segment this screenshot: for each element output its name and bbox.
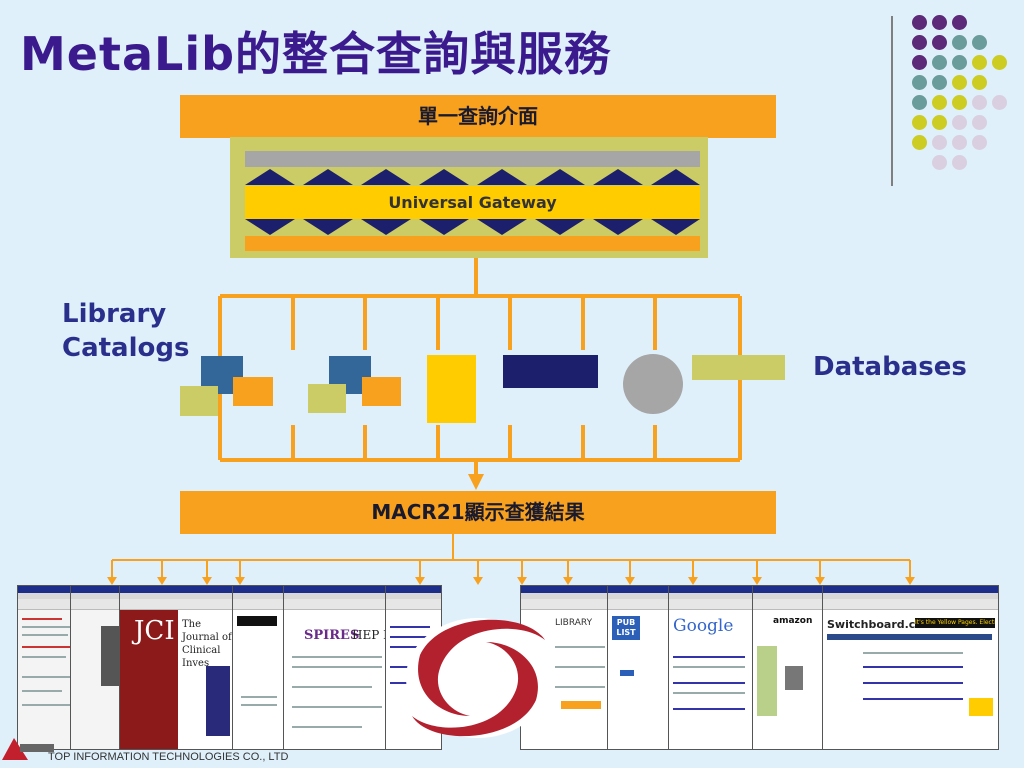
google-logo: Google [673, 616, 734, 636]
switchboard-banner: It's the Yellow Pages. Electrified [915, 618, 995, 628]
database-shape-navy [503, 355, 598, 388]
gateway-gray-strip [245, 151, 700, 167]
universal-gateway-bar [245, 186, 700, 219]
gateway-arrows-up [245, 169, 700, 185]
gateway-arrows-down [245, 219, 700, 235]
switchboard-logo: Switchboard.com [827, 618, 935, 631]
catalog-shape-1b [233, 377, 273, 406]
company-footer: TOP INFORMATION TECHNOLOGIES CO., LTD [48, 751, 289, 763]
jci-logo-text: JCI [134, 616, 175, 646]
thumb-google: Google [668, 585, 755, 750]
amazon-logo: amazon [773, 616, 813, 626]
catalog-shape-1c [180, 386, 218, 416]
publist-logo: PUB LIST [612, 616, 640, 640]
thumb-jci: JCI The Journal of Clinical Inves [119, 585, 239, 750]
catalog-shape-2b [362, 377, 401, 406]
gateway-orange-strip [245, 236, 700, 251]
spires-subtitle: HEP Data [352, 628, 392, 642]
down-arrow-to-results [468, 474, 484, 490]
jci-subtitle: The Journal of Clinical Inves [182, 619, 232, 669]
database-shape-yellow [427, 355, 476, 423]
library-label-line1: Library [62, 299, 167, 329]
database-shape-olive [692, 355, 785, 380]
single-search-interface-bar: 單一查詢介面 [180, 95, 776, 138]
library-heading: LIBRARY [555, 618, 593, 628]
spires-logo: SPIRES [304, 628, 360, 643]
results-display-bar: MACR21顯示查獲結果 [180, 491, 776, 534]
thumb-switchboard: Switchboard.com It's the Yellow Pages. E… [822, 585, 999, 750]
thumb-amazon: amazon [752, 585, 824, 750]
database-shape-gray-circle [623, 354, 683, 414]
library-label-line2: Catalogs [62, 333, 190, 363]
fan-arrowheads [107, 577, 915, 585]
universal-gateway-label: Universal Gateway [388, 193, 557, 212]
thumb-page-4 [232, 585, 286, 750]
databases-label: Databases [813, 352, 967, 382]
library-catalogs-label: Library Catalogs [62, 297, 189, 365]
catalog-shape-2c [308, 384, 346, 413]
fan-lines [111, 534, 911, 578]
slide-title: MetaLib的整合查詢與服務 [20, 27, 612, 81]
divider-line [891, 16, 893, 186]
